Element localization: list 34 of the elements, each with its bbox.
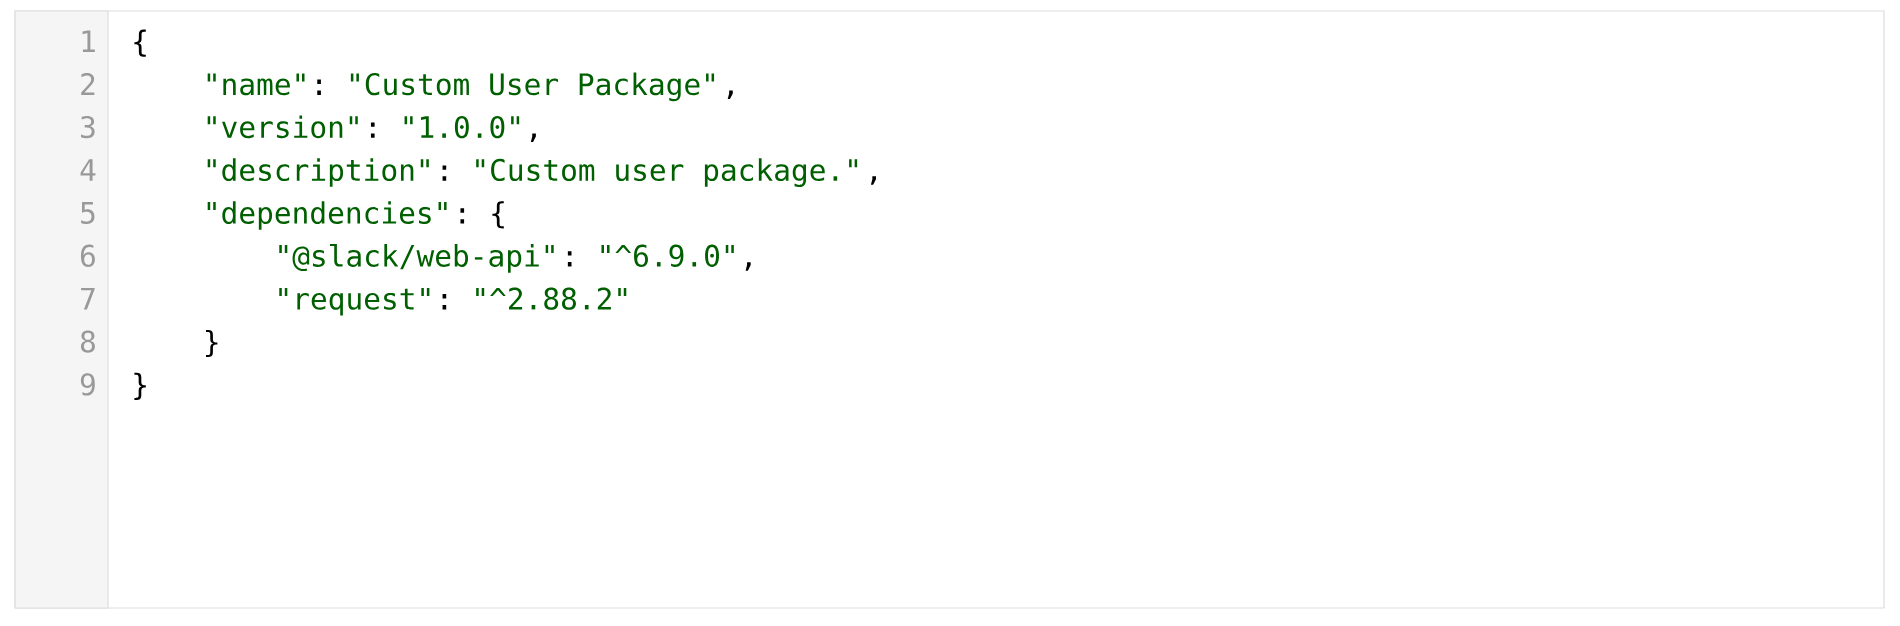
line-number: 4 xyxy=(80,159,96,181)
code-text: { xyxy=(134,29,146,57)
code-text: } xyxy=(134,372,146,400)
code-text: "Custom user package." xyxy=(476,158,858,188)
code-text: , xyxy=(870,176,876,185)
code-text: } xyxy=(206,329,218,358)
code-text: : xyxy=(567,251,572,267)
code-text: , xyxy=(530,133,536,142)
code-text: "@slack/web-api" xyxy=(279,243,554,273)
line-number: 6 xyxy=(80,244,95,267)
code-text: , xyxy=(727,90,733,100)
code-text: "^6.9.0" xyxy=(601,244,734,267)
code-text: { xyxy=(492,201,504,229)
line-number: 1 xyxy=(82,30,95,52)
code-text: "1.0.0" xyxy=(404,115,520,139)
code-text: : xyxy=(317,79,321,95)
code-text: : xyxy=(460,208,465,224)
line-number: 9 xyxy=(80,373,95,396)
line-number: 8 xyxy=(80,330,95,353)
code-text: : xyxy=(442,165,447,181)
line-number: 7 xyxy=(81,287,95,310)
code-text: "Custom User Package" xyxy=(350,72,715,102)
line-number: 3 xyxy=(81,115,95,139)
code-text: "name" xyxy=(207,73,305,96)
code-text: : xyxy=(370,122,375,138)
code-text: "dependencies" xyxy=(207,201,447,230)
code-text: "version" xyxy=(207,115,358,139)
code-text: "^2.88.2" xyxy=(476,287,627,310)
code-text: "description" xyxy=(207,158,429,187)
code-text: : xyxy=(442,294,447,310)
line-number: 2 xyxy=(81,73,95,95)
line-number: 5 xyxy=(81,202,95,224)
code-text: "request" xyxy=(279,287,430,316)
code-text: , xyxy=(745,262,751,271)
